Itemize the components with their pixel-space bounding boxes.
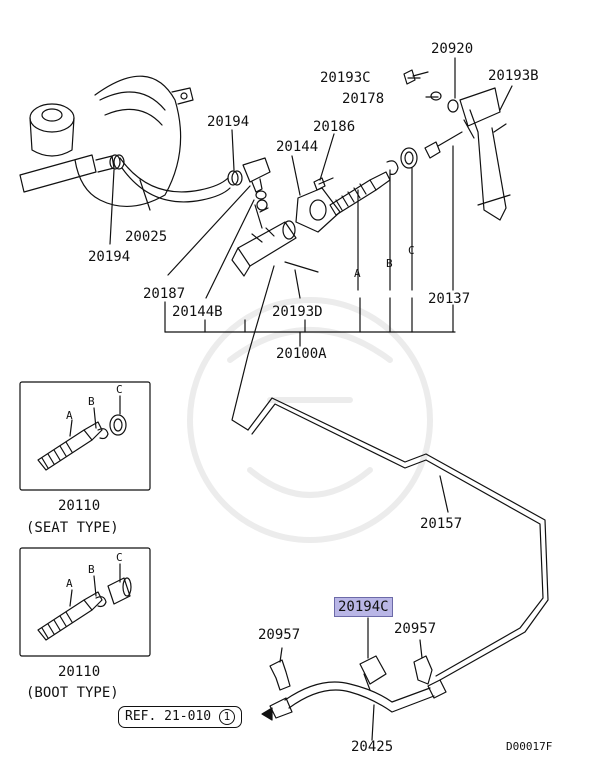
reference-text: REF. 21-010 xyxy=(125,709,212,724)
label-20186: 20186 xyxy=(313,119,356,135)
inset-seat-part: 20110 xyxy=(58,498,101,514)
hose-20425 xyxy=(269,679,447,741)
label-20178: 20178 xyxy=(342,91,385,107)
inset-seat-b: B xyxy=(88,395,95,408)
clutch-pedal xyxy=(459,87,511,221)
inset-boot-type xyxy=(19,547,151,657)
reference-box: REF. 21-010 1 xyxy=(118,706,242,728)
label-20194-bottom: 20194 xyxy=(88,249,131,265)
callout-a: A xyxy=(354,267,361,280)
pin-20193B xyxy=(493,123,507,133)
diagram-id: D00017F xyxy=(506,740,553,753)
label-20144B: 20144B xyxy=(172,304,223,320)
label-20157: 20157 xyxy=(420,516,463,532)
label-20957-left: 20957 xyxy=(258,627,301,643)
callout-c: C xyxy=(408,244,415,257)
watermark-emblem xyxy=(187,297,433,543)
inset-seat-a: A xyxy=(66,409,73,422)
master-cylinder-reservoir xyxy=(19,103,115,193)
label-20193C: 20193C xyxy=(320,70,371,86)
label-20100A: 20100A xyxy=(276,346,327,362)
inset-boot-part: 20110 xyxy=(58,664,101,680)
bracket-20194C xyxy=(359,617,387,691)
clevis-20137 xyxy=(424,131,463,159)
clutch-master-cylinder xyxy=(231,190,297,277)
inset-seat-type xyxy=(19,381,151,491)
clip-20957-right xyxy=(413,639,433,685)
pipe-20157 xyxy=(231,265,549,681)
arrow-left-icon xyxy=(261,707,273,721)
pin-20193D xyxy=(284,261,319,273)
seat-C xyxy=(400,147,418,169)
ring-20920 xyxy=(447,99,459,113)
inset-boot-type-label: (BOOT TYPE) xyxy=(26,685,119,701)
clip-B xyxy=(386,160,399,175)
label-20920: 20920 xyxy=(431,41,474,57)
brake-booster xyxy=(74,75,194,208)
reservoir-fitting-20187 xyxy=(242,157,271,193)
inset-boot-c: C xyxy=(116,551,123,564)
reference-circle-number: 1 xyxy=(218,709,235,725)
label-20193B: 20193B xyxy=(488,68,539,84)
clamp-20194-top xyxy=(227,170,243,186)
label-20187: 20187 xyxy=(143,286,186,302)
callout-b: B xyxy=(386,257,393,270)
clamp-20194-bottom xyxy=(109,154,125,170)
bolt-20186 xyxy=(313,177,334,191)
inset-boot-a: A xyxy=(66,577,73,590)
push-rod-A xyxy=(329,171,391,216)
bolt-20193C xyxy=(403,69,429,85)
washer-20178 xyxy=(430,91,442,101)
label-20144: 20144 xyxy=(276,139,319,155)
clip-20957-left xyxy=(269,647,291,691)
label-20193D: 20193D xyxy=(272,304,323,320)
label-20025: 20025 xyxy=(125,229,168,245)
label-20194C-highlighted: 20194C xyxy=(334,597,393,617)
inset-boot-b: B xyxy=(88,563,95,576)
label-20194-top: 20194 xyxy=(207,114,250,130)
leader-lines xyxy=(109,57,513,347)
hose-20025 xyxy=(119,157,231,203)
inset-seat-c: C xyxy=(116,383,123,396)
label-20957-right: 20957 xyxy=(394,621,437,637)
inset-seat-type-label: (SEAT TYPE) xyxy=(26,520,119,536)
label-20425: 20425 xyxy=(351,739,394,755)
label-20137: 20137 xyxy=(428,291,471,307)
